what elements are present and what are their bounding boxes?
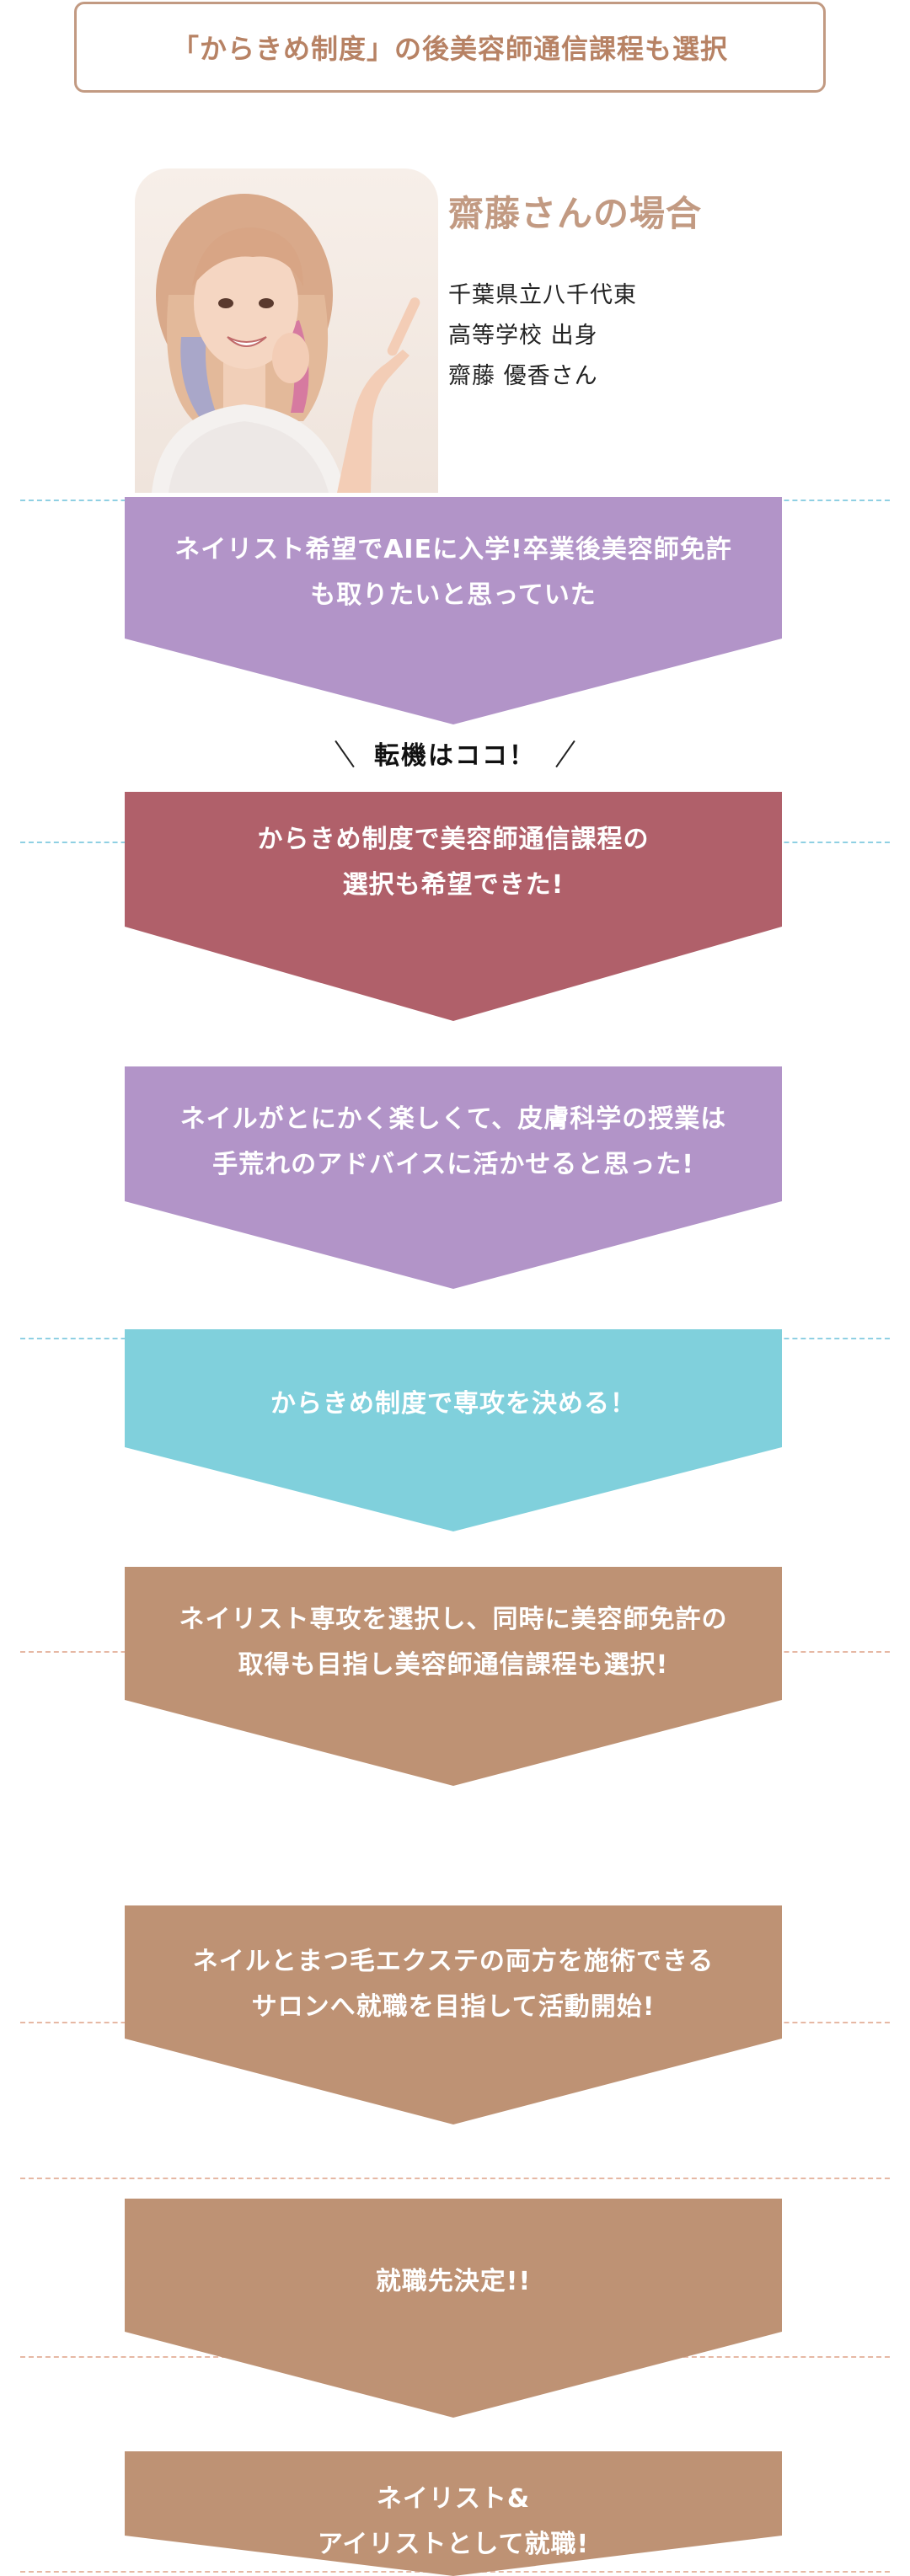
turning-point: 転機はココ！ (312, 735, 598, 772)
step-5: ネイリスト専攻を選択し、同時に美容師免許の 取得も目指し美容師通信課程も選択! (125, 1567, 782, 1786)
divider (20, 2178, 890, 2179)
step-1: ネイリスト希望でAIEに入学!卒業後美容師免許 も取りたいと思っていた (125, 497, 782, 724)
person-illustration (152, 194, 420, 493)
step-8: ネイリスト& アイリストとして就職! (125, 2451, 782, 2576)
step-6-text: ネイルとまつ毛エクステの両方を施術できる サロンへ就職を目指して活動開始! (192, 1947, 715, 2022)
profile-person-name: 齋藤 優香さん (448, 363, 598, 389)
step-6: ネイルとまつ毛エクステの両方を施術できる サロンへ就職を目指して活動開始! (125, 1905, 782, 2124)
step-3: ネイルがとにかく楽しくて、皮膚科学の授業は 手荒れのアドバイスに活かせると思った… (125, 1066, 782, 1289)
profile-school-line-2: 高等学校 出身 (448, 323, 598, 349)
step-2: からきめ制度で美容師通信課程の 選択も希望できた! (125, 792, 782, 1021)
page-title: 「からきめ制度」の後美容師通信課程も選択 (74, 2, 826, 93)
step-1-text: ネイリスト希望でAIEに入学!卒業後美容師免許 も取りたいと思っていた (174, 535, 732, 610)
step-7-text: 就職先決定!! (375, 2267, 532, 2296)
step-7: 就職先決定!! (125, 2199, 782, 2418)
profile-school-line-1: 千葉県立八千代東 (448, 282, 637, 308)
step-3-text: ネイルがとにかく楽しくて、皮膚科学の授業は 手荒れのアドバイスに活かせると思った… (179, 1104, 727, 1179)
step-4: からきめ制度で専攻を決める！ (125, 1329, 782, 1531)
slash-left-decoration (335, 740, 355, 768)
step-2-text: からきめ制度で美容師通信課程の 選択も希望できた! (257, 825, 650, 900)
profile-photo (135, 168, 438, 493)
turning-point-label: 転機はココ！ (374, 741, 536, 771)
step-5-text: ネイリスト専攻を選択し、同時に美容師免許の 取得も目指し美容師通信課程も選択! (179, 1605, 728, 1680)
step-8-text: ネイリスト& アイリストとして就職! (317, 2484, 590, 2559)
profile-name: 齋藤さんの場合 (448, 193, 703, 234)
slash-right-decoration (555, 740, 575, 768)
step-4-text: からきめ制度で専攻を決める！ (270, 1389, 636, 1419)
